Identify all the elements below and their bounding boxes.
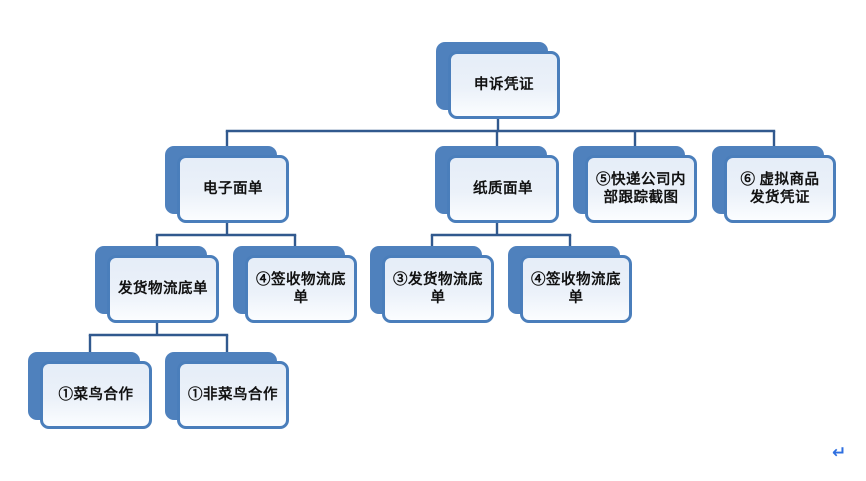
node-card: 纸质面单 [447,155,559,223]
node-card: ③发货物流底 单 [382,255,494,323]
node-virtual-goods-shipping-voucher[interactable]: ⑥ 虚拟商品 发货凭证 [712,146,836,223]
node-label: ⑤快递公司内 部跟踪截图 [596,171,686,206]
node-appeal-voucher[interactable]: 申诉凭证 [436,42,560,119]
node-label: ④签收物流底 单 [256,271,346,306]
node-card: ①非菜鸟合作 [177,361,289,429]
node-signed-logistics-receipt-elec[interactable]: ④签收物流底 单 [233,246,357,323]
node-card: ⑤快递公司内 部跟踪截图 [585,155,697,223]
node-label: 电子面单 [203,180,263,197]
node-label: ③发货物流底 单 [393,271,483,306]
node-card: ④签收物流底 单 [520,255,632,323]
node-card: ⑥ 虚拟商品 发货凭证 [724,155,836,223]
node-label: 纸质面单 [473,180,533,197]
node-card: 申诉凭证 [448,51,560,119]
node-card: 电子面单 [177,155,289,223]
node-label: ①非菜鸟合作 [188,386,278,403]
node-signed-logistics-receipt-paper[interactable]: ④签收物流底 单 [508,246,632,323]
node-non-cainiao-partner[interactable]: ①非菜鸟合作 [165,352,289,429]
node-label: 申诉凭证 [474,76,534,93]
node-shipping-logistics-receipt-paper[interactable]: ③发货物流底 单 [370,246,494,323]
paragraph-return-mark: ↵ [832,443,847,463]
node-label: 发货物流底单 [118,280,208,297]
node-label: ④签收物流底 单 [531,271,621,306]
node-card: 发货物流底单 [107,255,219,323]
node-label: ①菜鸟合作 [58,386,134,403]
node-courier-internal-tracking-screenshot[interactable]: ⑤快递公司内 部跟踪截图 [573,146,697,223]
node-shipping-logistics-receipt[interactable]: 发货物流底单 [95,246,219,323]
node-paper-waybill[interactable]: 纸质面单 [435,146,559,223]
node-card: ④签收物流底 单 [245,255,357,323]
node-electronic-waybill[interactable]: 电子面单 [165,146,289,223]
node-label: ⑥ 虚拟商品 发货凭证 [740,171,820,206]
node-cainiao-partner[interactable]: ①菜鸟合作 [28,352,152,429]
node-card: ①菜鸟合作 [40,361,152,429]
